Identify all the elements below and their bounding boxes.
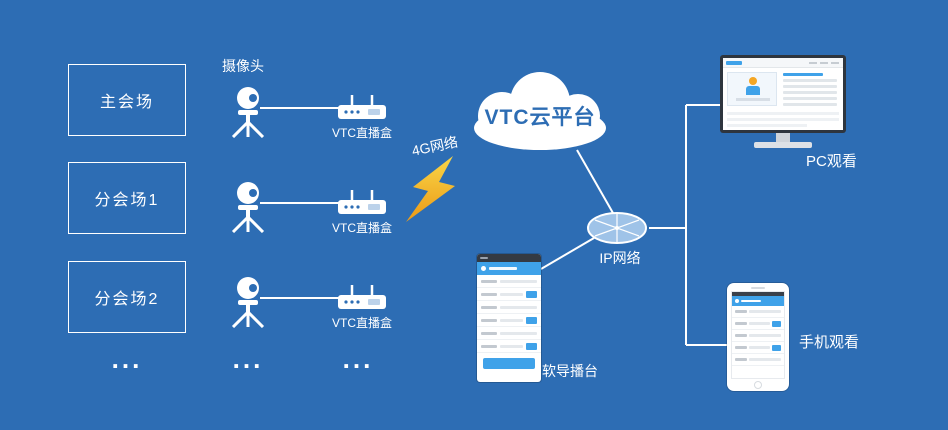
phone-home-button: [754, 381, 762, 389]
phone-app-header: [732, 296, 784, 306]
router-label: VTC直播盒: [331, 221, 392, 235]
pc-monitor: [720, 55, 846, 148]
router-icon: [338, 285, 386, 309]
venue-label: 分会场1: [94, 192, 160, 209]
phone-app-header: [477, 262, 541, 275]
venue-label: 分会场2: [94, 291, 160, 308]
camera-icon: [231, 87, 265, 138]
phone-status-bar: [732, 292, 784, 296]
app-title-placeholder: [489, 267, 517, 270]
list-row: [732, 342, 784, 354]
mini-primary-button: [483, 358, 535, 369]
webpage-header: [723, 58, 843, 68]
venue-label: 主会场: [99, 94, 154, 111]
router-icon: [338, 95, 386, 119]
venue-box-main: 主会场: [68, 64, 186, 136]
camera-column-label: 摄像头: [222, 58, 264, 74]
phone-status-bar: [477, 254, 541, 262]
list-row: [732, 354, 784, 366]
cloud-platform-label: VTC云平台: [484, 106, 596, 129]
monitor-stand-neck: [776, 133, 790, 142]
list-row: [732, 318, 784, 330]
router-icon: [338, 190, 386, 214]
camera-icon: [231, 277, 265, 328]
monitor-stand-base: [754, 142, 812, 148]
form-row: [477, 340, 541, 353]
venue-box-branch-2: 分会场2: [68, 261, 186, 333]
mini-button: [772, 344, 781, 351]
router-label: VTC直播盒: [331, 126, 392, 140]
list-row: [732, 330, 784, 342]
phone-speaker: [751, 287, 765, 289]
cloud-icon: [474, 72, 606, 150]
lightning-icon: [406, 156, 455, 222]
monitor-webpage: [723, 58, 843, 130]
mobile-phone: [727, 283, 789, 391]
router-label: VTC直播盒: [331, 316, 392, 330]
phone-screen: [731, 291, 785, 379]
presenter-figure: [749, 77, 757, 85]
ip-network-icon: [587, 212, 647, 244]
form-row: [477, 301, 541, 314]
mini-button: [526, 290, 537, 298]
mini-button: [772, 320, 781, 327]
camera-icon: [231, 182, 265, 233]
ip-network-label: IP网络: [599, 250, 641, 266]
soft-director-label: 软导播台: [542, 363, 598, 379]
soft-director-screenshot: [477, 254, 541, 382]
mini-button: [526, 342, 537, 350]
webpage-logo: [726, 61, 742, 65]
pc-viewing-label: PC观看: [806, 153, 857, 170]
form-row: [477, 327, 541, 340]
app-title-placeholder: [741, 300, 761, 302]
webpage-video-card: [727, 72, 777, 106]
monitor-screen: [720, 55, 846, 133]
ellipsis-routers: ...: [342, 344, 374, 374]
ellipsis-cameras: ...: [232, 344, 264, 374]
form-row: [477, 288, 541, 301]
app-logo-icon: [735, 299, 739, 303]
form-row: [477, 275, 541, 288]
ellipsis-venues: ...: [111, 344, 143, 374]
venue-box-branch-1: 分会场1: [68, 162, 186, 234]
form-row: [477, 314, 541, 327]
list-row: [732, 306, 784, 318]
mini-button: [526, 316, 537, 324]
mobile-viewing-label: 手机观看: [799, 334, 860, 351]
app-logo-icon: [481, 266, 486, 271]
